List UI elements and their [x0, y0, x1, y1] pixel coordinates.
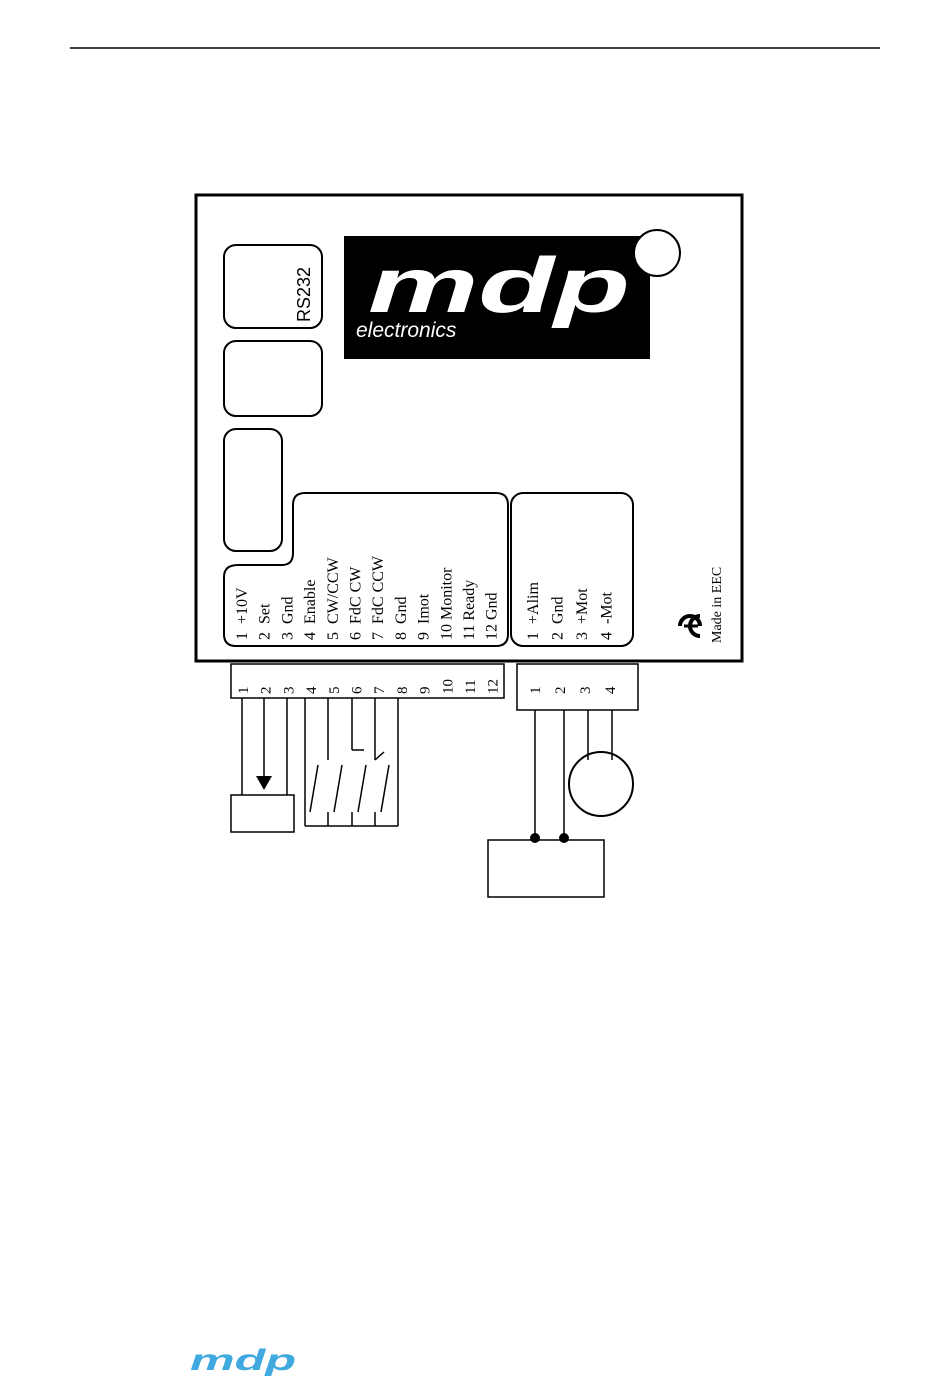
switch-fdc-cw — [358, 765, 366, 812]
switch-enable — [310, 765, 318, 812]
power-wiring — [488, 710, 633, 897]
control-terminal-number: 2 — [259, 687, 275, 695]
control-pin-label: 11 Ready — [461, 580, 478, 640]
ce-mark — [680, 616, 700, 636]
registered-mark — [634, 230, 680, 276]
tall-connector — [224, 429, 282, 551]
control-pin-label: 2 Set — [257, 603, 274, 640]
made-in-label: Made in EEC — [710, 567, 725, 643]
power-terminal-number: 4 — [603, 686, 619, 694]
control-terminal-number: 6 — [350, 686, 366, 694]
power-terminal-numbers: 1 2 3 4 — [528, 686, 619, 694]
control-terminal-number: 10 — [440, 679, 456, 694]
footer-logo: mdp — [190, 1344, 296, 1377]
control-pin-label: 3 Gnd — [279, 596, 296, 640]
power-terminal-number: 2 — [553, 687, 569, 695]
control-terminal-number: 7 — [372, 686, 388, 694]
potentiometer-box — [231, 795, 294, 832]
switch-fdc-ccw — [381, 765, 389, 812]
power-pin-labels: 1 +Alim 2 Gnd 3 +Mot 4 -Mot — [525, 582, 616, 640]
control-terminal-number: 1 — [236, 687, 252, 695]
control-terminal-number: 5 — [327, 687, 343, 695]
logo-brand: mdp — [368, 241, 630, 329]
control-terminal-number: 12 — [486, 679, 502, 694]
control-pin-label: 4 Enable — [302, 580, 319, 640]
control-pin-label: 9 Imot — [416, 593, 433, 640]
control-terminal-number: 3 — [281, 687, 297, 695]
control-pin-label: 5 CW/CCW — [325, 556, 342, 640]
control-pin-label: 8 Gnd — [393, 596, 410, 640]
motor-symbol — [569, 752, 633, 816]
control-pin-labels: 1 +10V 2 Set 3 Gnd 4 Enable 5 CW/CCW 6 FdC CW… — [234, 555, 501, 640]
control-pin-label: 1 +10V — [234, 587, 251, 640]
mdp-logo: mdp electronics — [344, 230, 680, 359]
potentiometer-wiring — [231, 698, 294, 832]
switch-cw-ccw — [334, 765, 342, 812]
control-terminal-number: 9 — [418, 687, 434, 695]
power-pin-label: 4 -Mot — [599, 591, 616, 640]
power-terminal-number: 1 — [528, 687, 544, 695]
control-pin-label: 6 FdC CW — [348, 566, 365, 640]
control-pin-label: 12 Gnd — [484, 592, 501, 640]
aux-connector — [224, 341, 322, 416]
supply-junction-1 — [530, 833, 540, 843]
control-terminal-number: 8 — [395, 687, 411, 695]
logo-tagline: electronics — [356, 319, 457, 342]
control-pin-label: 7 FdC CCW — [370, 555, 387, 640]
power-terminal-number: 3 — [578, 687, 594, 695]
power-pin-label: 3 +Mot — [574, 588, 591, 640]
control-pin-label: 10 Monitor — [438, 567, 455, 640]
power-pin-label: 2 Gnd — [550, 596, 567, 640]
switch-wiring — [305, 698, 398, 826]
rs232-label: RS232 — [294, 267, 314, 322]
control-terminal-number: 4 — [304, 686, 320, 694]
wiper-arrow-icon — [256, 776, 272, 790]
power-pin-label: 1 +Alim — [525, 582, 542, 640]
control-terminal-number: 11 — [463, 680, 479, 694]
power-supply-box — [488, 840, 604, 897]
supply-junction-2 — [559, 833, 569, 843]
